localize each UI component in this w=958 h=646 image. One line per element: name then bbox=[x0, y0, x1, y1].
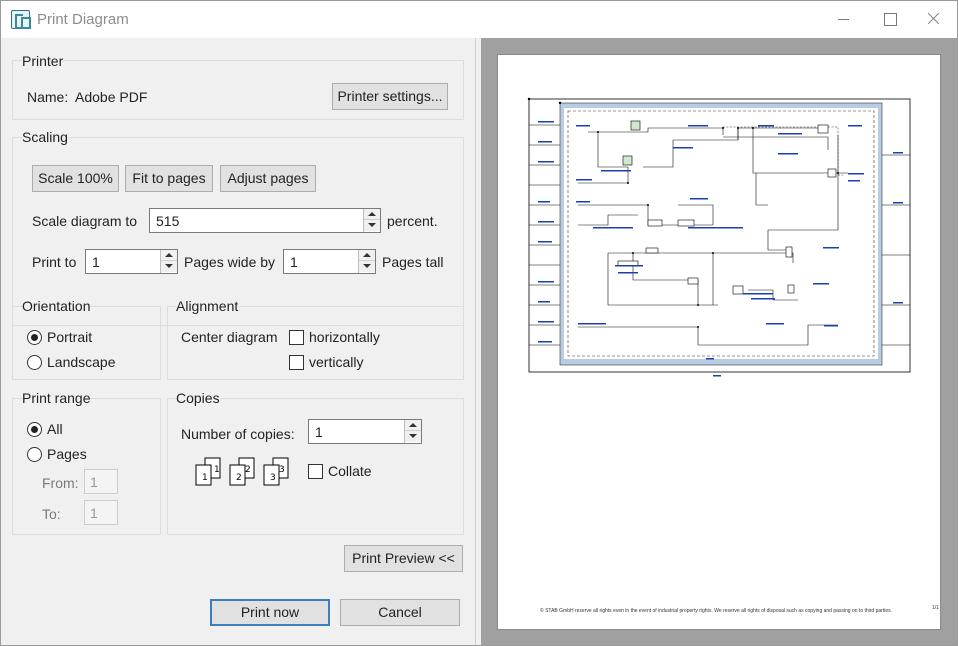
printer-group bbox=[12, 60, 464, 120]
svg-text:2: 2 bbox=[236, 473, 242, 483]
pages-wide-value: 1 bbox=[92, 254, 100, 270]
spin-up-icon[interactable] bbox=[359, 250, 375, 261]
printer-settings-button[interactable]: Printer settings... bbox=[332, 83, 448, 110]
pages-tall-stepper[interactable]: 1 bbox=[283, 249, 376, 274]
copies-stepper[interactable]: 1 bbox=[308, 419, 422, 444]
to-label: To: bbox=[42, 506, 61, 522]
printer-name-label: Name: bbox=[27, 89, 69, 105]
window-title: Print Diagram bbox=[37, 11, 129, 28]
scale-100-button[interactable]: Scale 100% bbox=[32, 165, 119, 192]
alignment-group bbox=[167, 306, 464, 380]
pages-tall-value: 1 bbox=[290, 254, 298, 270]
close-icon[interactable] bbox=[911, 1, 957, 38]
scale-percent-stepper[interactable]: 515 bbox=[149, 208, 381, 233]
spin-down-icon[interactable] bbox=[405, 431, 421, 442]
preview-footer-text: © STAB GmbH reserve all rights even in t… bbox=[540, 608, 893, 614]
percent-label: percent. bbox=[387, 213, 438, 229]
landscape-radio[interactable] bbox=[27, 355, 42, 370]
center-horizontally-checkbox[interactable] bbox=[289, 330, 304, 345]
collate-label[interactable]: Collate bbox=[328, 463, 372, 479]
scaling-group bbox=[12, 137, 464, 326]
range-all-radio[interactable] bbox=[27, 422, 42, 437]
portrait-label[interactable]: Portrait bbox=[47, 329, 93, 345]
print-preview-pane: © STAB GmbH reserve all rights even in t… bbox=[481, 38, 957, 645]
spin-up-icon[interactable] bbox=[161, 250, 177, 261]
number-of-copies-label: Number of copies: bbox=[181, 426, 295, 442]
landscape-label[interactable]: Landscape bbox=[47, 354, 116, 370]
print-range-group-title: Print range bbox=[22, 390, 91, 406]
panel-splitter[interactable] bbox=[475, 38, 481, 645]
app-icon bbox=[11, 10, 31, 29]
svg-text:3: 3 bbox=[270, 473, 276, 483]
range-all-label[interactable]: All bbox=[47, 421, 63, 437]
center-vertically-checkbox[interactable] bbox=[289, 355, 304, 370]
svg-text:2: 2 bbox=[245, 465, 251, 475]
spin-down-icon[interactable] bbox=[364, 220, 380, 231]
spin-up-icon[interactable] bbox=[364, 209, 380, 220]
scale-diagram-label: Scale diagram to bbox=[32, 213, 138, 229]
copies-group bbox=[167, 398, 464, 535]
print-now-button[interactable]: Print now bbox=[210, 599, 330, 626]
printer-name-value: Adobe PDF bbox=[75, 89, 148, 105]
minimize-icon[interactable] bbox=[821, 1, 867, 38]
to-page-input[interactable]: 1 bbox=[84, 500, 118, 525]
preview-page-count: 1/1 bbox=[932, 605, 939, 611]
portrait-radio[interactable] bbox=[27, 330, 42, 345]
spin-down-icon[interactable] bbox=[359, 261, 375, 272]
center-diagram-label: Center diagram bbox=[181, 329, 278, 345]
adjust-pages-button[interactable]: Adjust pages bbox=[220, 165, 316, 192]
print-preview-button[interactable]: Print Preview << bbox=[344, 545, 463, 572]
svg-text:3: 3 bbox=[279, 465, 285, 475]
from-label: From: bbox=[42, 475, 79, 491]
collate-pages-icon: 1 1 2 2 3 3 bbox=[195, 457, 289, 486]
maximize-icon[interactable] bbox=[867, 1, 913, 38]
scaling-group-title: Scaling bbox=[22, 129, 68, 145]
orientation-group-title: Orientation bbox=[22, 298, 91, 314]
cancel-button[interactable]: Cancel bbox=[340, 599, 460, 626]
printer-group-title: Printer bbox=[22, 53, 64, 69]
svg-text:1: 1 bbox=[214, 465, 220, 475]
alignment-group-title: Alignment bbox=[176, 298, 239, 314]
copies-group-title: Copies bbox=[176, 390, 220, 406]
copies-value: 1 bbox=[315, 424, 323, 440]
scale-percent-value: 515 bbox=[156, 213, 180, 229]
pages-wide-label: Pages wide by bbox=[184, 254, 276, 270]
title-bar: Print Diagram bbox=[1, 1, 957, 38]
spin-up-icon[interactable] bbox=[405, 420, 421, 431]
print-to-label: Print to bbox=[32, 254, 77, 270]
from-page-input[interactable]: 1 bbox=[84, 469, 118, 494]
range-pages-radio[interactable] bbox=[27, 447, 42, 462]
fit-to-pages-button[interactable]: Fit to pages bbox=[125, 165, 213, 192]
diagram-thumbnail bbox=[527, 97, 911, 377]
preview-page: © STAB GmbH reserve all rights even in t… bbox=[498, 55, 940, 629]
pages-wide-stepper[interactable]: 1 bbox=[85, 249, 178, 274]
pages-tall-label: Pages tall bbox=[382, 254, 444, 270]
svg-text:1: 1 bbox=[202, 473, 208, 483]
vertically-label[interactable]: vertically bbox=[309, 354, 364, 370]
spin-down-icon[interactable] bbox=[161, 261, 177, 272]
settings-panel: Printer Name: Adobe PDF Printer settings… bbox=[1, 38, 475, 645]
horizontally-label[interactable]: horizontally bbox=[309, 329, 380, 345]
range-pages-label[interactable]: Pages bbox=[47, 446, 87, 462]
collate-checkbox[interactable] bbox=[308, 464, 323, 479]
